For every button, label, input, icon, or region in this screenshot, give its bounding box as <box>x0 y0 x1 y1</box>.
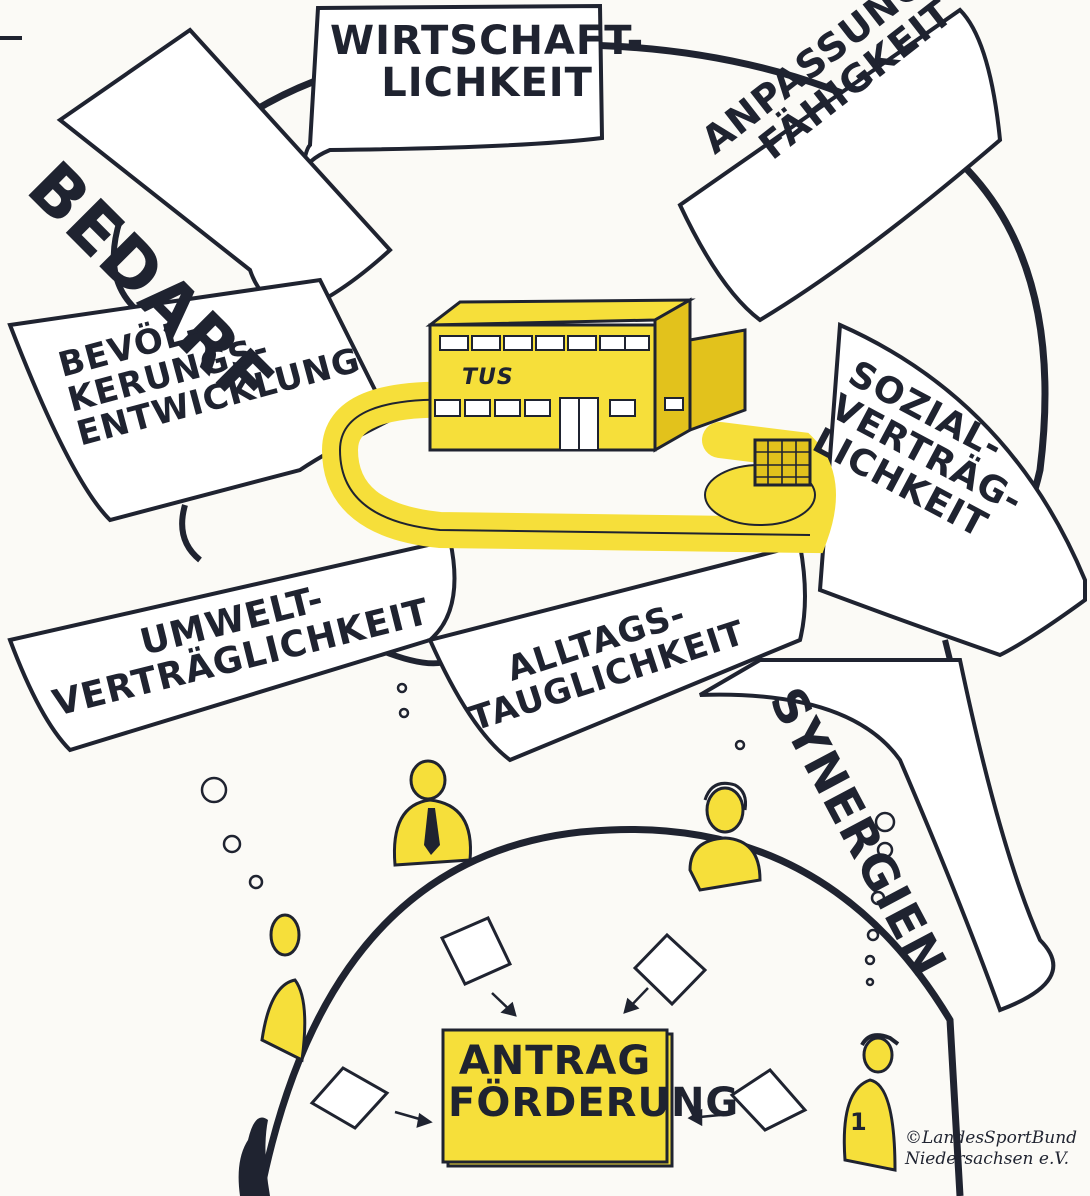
ring-connector-bev <box>179 504 202 563</box>
building-sign: TUS <box>462 365 514 390</box>
copyright-note: ©LandesSportBund Niedersachsen e.V. <box>905 1128 1077 1171</box>
label-line: ANTRAG <box>458 1038 652 1084</box>
person-tie <box>392 759 472 867</box>
thought-dots-left <box>200 682 410 890</box>
person-number: 1 <box>850 1108 868 1136</box>
meeting-table <box>256 826 964 1196</box>
tus-building <box>425 297 747 453</box>
antrag-document <box>441 1028 674 1168</box>
antrag-label: ANTRAG FÖRDERUNG <box>448 1038 740 1126</box>
copyright-line: Niedersachsen e.V. <box>905 1149 1070 1170</box>
label-line: FÖRDERUNG <box>448 1080 740 1126</box>
label-line: WIRTSCHAFT- <box>330 18 645 64</box>
soccer-goal <box>753 438 812 487</box>
person-curly <box>688 781 762 892</box>
arrows <box>394 987 721 1128</box>
copyright-line: ©LandesSportBund <box>905 1128 1078 1148</box>
label-wirtschaftlichkeit: WIRTSCHAFT- LICHKEIT <box>330 20 644 104</box>
bubble-sozialvertraeglichkeit <box>817 322 1087 658</box>
person-left <box>238 913 307 1196</box>
thought-dots-right <box>734 739 896 987</box>
label-line: LICHKEIT <box>381 60 593 106</box>
person-cap <box>842 1033 900 1172</box>
bubble-synergien <box>698 658 1056 1013</box>
bubble-anpassungsfaehigkeit <box>677 7 1003 323</box>
bubble-alltagstauglichkeit <box>427 542 807 763</box>
running-track-lane <box>338 398 811 536</box>
paper-sheets <box>309 916 808 1132</box>
bubble-umweltvertraeglichkeit <box>7 537 457 753</box>
